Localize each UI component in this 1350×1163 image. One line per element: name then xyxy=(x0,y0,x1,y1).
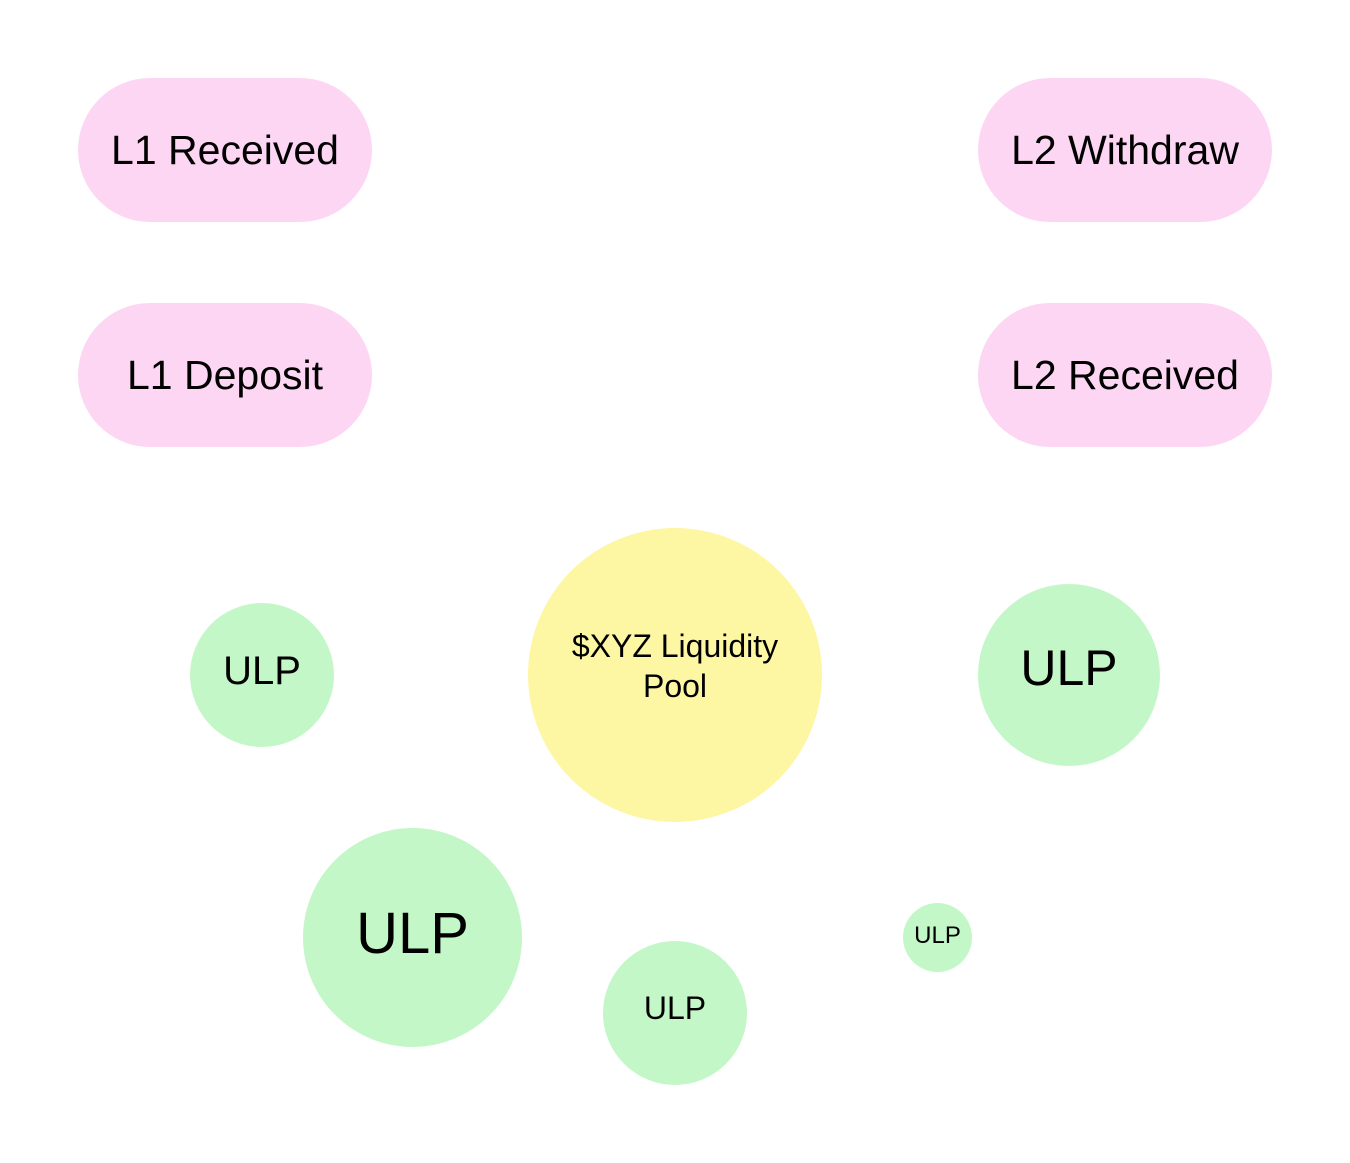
ulp-label: ULP xyxy=(643,990,707,1026)
ulp-label: ULP xyxy=(356,900,469,966)
ulp-label: ULP xyxy=(1020,640,1118,696)
ulp-node: ULP xyxy=(978,584,1160,766)
ulp-label: ULP xyxy=(223,649,301,693)
l2-withdraw-node: L2 Withdraw xyxy=(978,78,1272,222)
ulp-node: ULP xyxy=(190,603,334,747)
liquidity-pool-label: $XYZ Liquidity Pool xyxy=(571,628,779,704)
liquidity-pool-node: $XYZ Liquidity Pool xyxy=(528,528,822,822)
ulp-label: ULP xyxy=(914,921,961,949)
l2-withdraw-label: L2 Withdraw xyxy=(1011,126,1239,173)
l1-deposit-label: L1 Deposit xyxy=(126,351,323,398)
ulp-node: ULP xyxy=(603,941,747,1085)
l1-received-label: L1 Received xyxy=(111,126,339,173)
l2-received-label: L2 Received xyxy=(1011,351,1239,398)
ulp-node: ULP xyxy=(903,903,972,972)
l1-deposit-node: L1 Deposit xyxy=(78,303,372,447)
ulp-node: ULP xyxy=(303,828,522,1047)
l2-received-node: L2 Received xyxy=(978,303,1272,447)
l1-received-node: L1 Received xyxy=(78,78,372,222)
